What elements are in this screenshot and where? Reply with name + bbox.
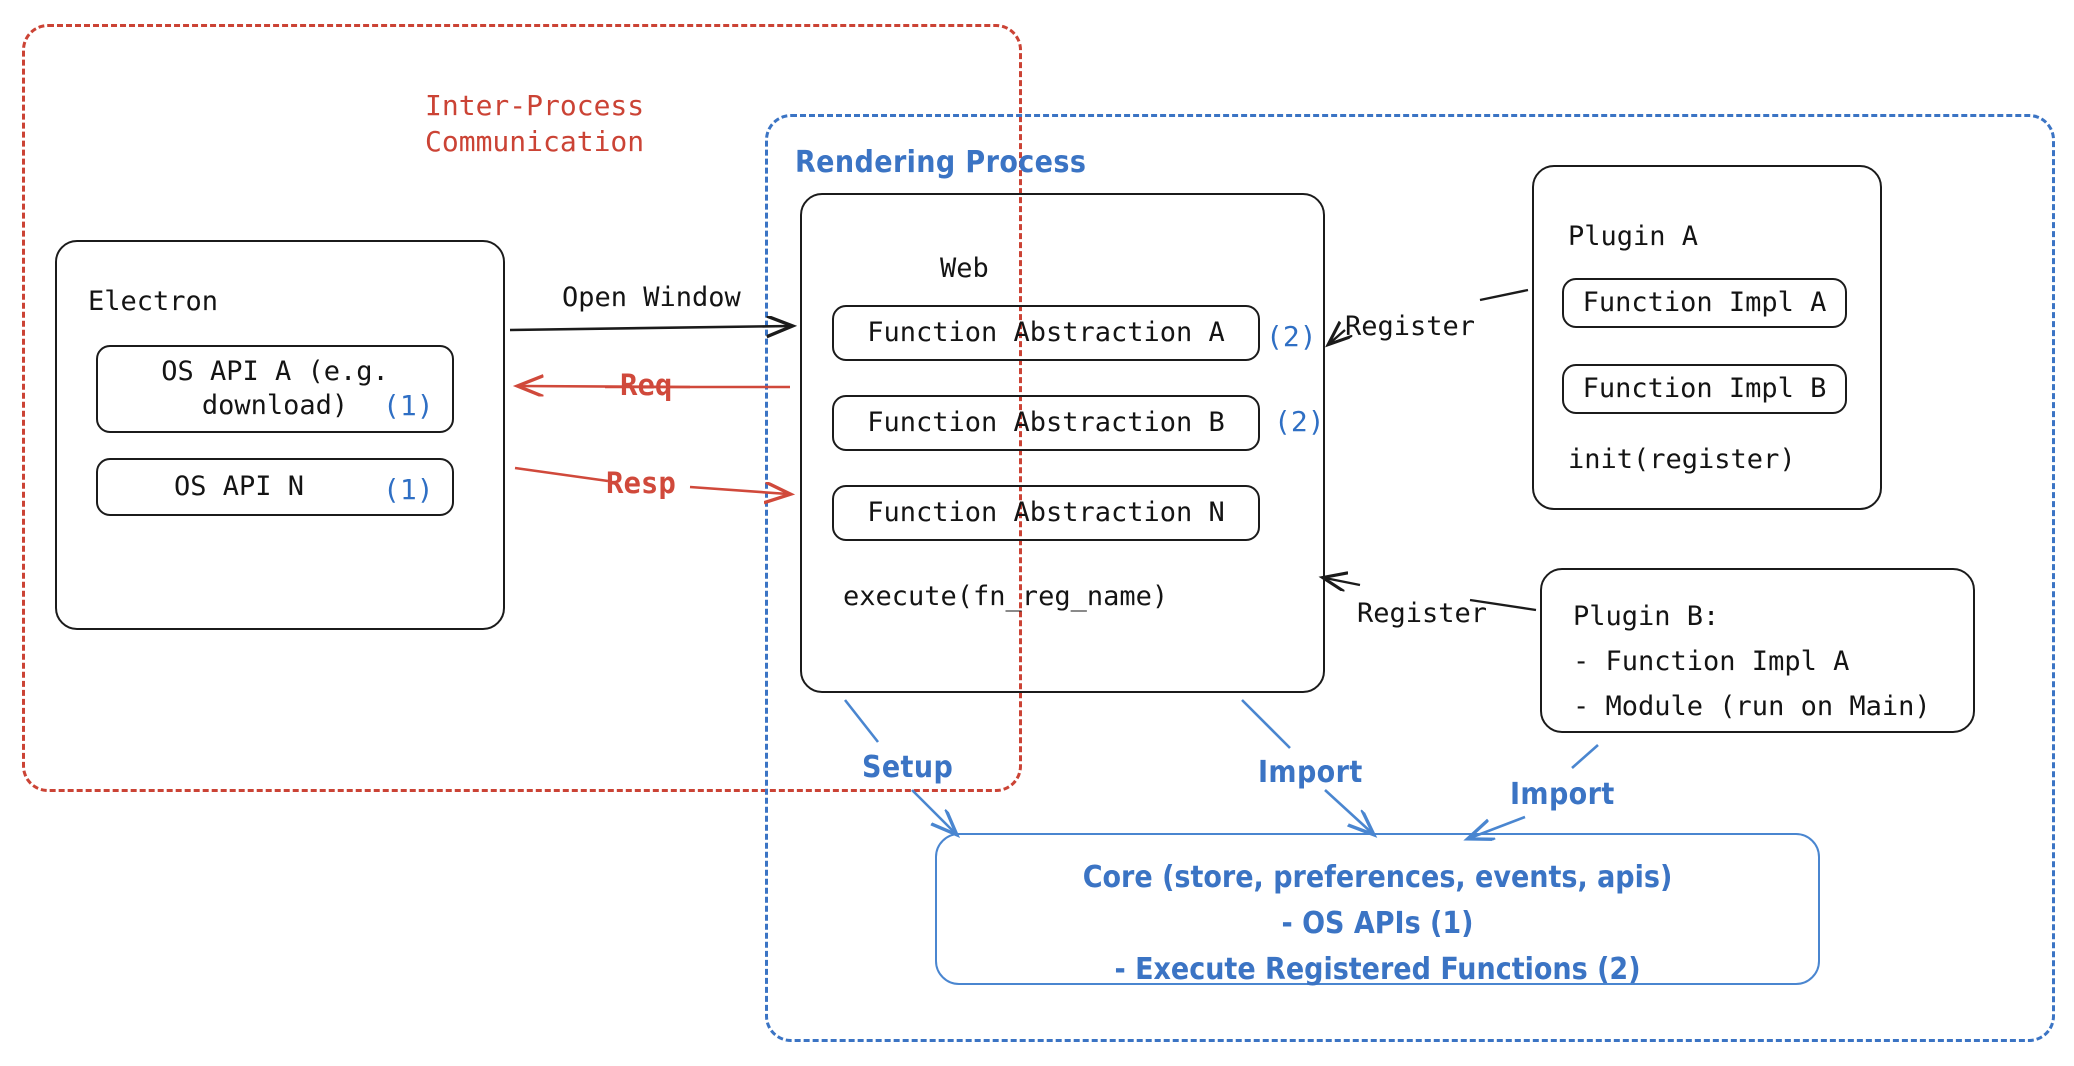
electron-box <box>55 240 505 630</box>
os-api-n-label: OS API N <box>173 471 305 503</box>
open-window-label: Open Window <box>562 282 741 313</box>
function-impl-a-label: Function Impl A <box>1582 287 1827 319</box>
function-abstraction-b-label: Function Abstraction B <box>867 407 1225 439</box>
rendering-process-boundary <box>765 114 2055 1042</box>
register-plugin-b-label: Register <box>1357 598 1488 629</box>
plugin-b-item-1: - Function Impl A <box>1573 646 1850 677</box>
import-web-label: Import <box>1258 755 1363 790</box>
web-title: Web <box>940 253 989 284</box>
ipc-boundary <box>22 24 1022 792</box>
plugin-b-box <box>1540 568 1975 733</box>
function-abstraction-n-label: Function Abstraction N <box>867 497 1225 529</box>
core-line-2: - OS APIs (1) <box>1281 906 1474 941</box>
resp-label: Resp <box>606 466 676 500</box>
web-box <box>800 193 1325 693</box>
core-line-3: - Execute Registered Functions (2) <box>1114 952 1641 987</box>
function-abstraction-a-marker: (2) <box>1266 320 1317 353</box>
rendering-process-label: Rendering Process <box>795 145 1087 180</box>
function-abstraction-n-box[interactable]: Function Abstraction N <box>832 485 1260 541</box>
core-box <box>935 833 1820 985</box>
register-plugin-a-label: Register <box>1345 311 1476 342</box>
plugin-a-init-label: init(register) <box>1568 444 1796 475</box>
os-api-a-label: OS API A (e.g. download) <box>161 356 389 421</box>
os-api-a-marker: (1) <box>383 389 434 422</box>
web-execute-label: execute(fn_reg_name) <box>843 581 1169 612</box>
function-impl-b-box[interactable]: Function Impl B <box>1562 364 1847 414</box>
function-impl-b-label: Function Impl B <box>1582 373 1827 405</box>
ipc-label: Inter-Process Communication <box>425 89 645 159</box>
plugin-a-box <box>1532 165 1882 510</box>
os-api-n-marker: (1) <box>383 473 434 506</box>
function-impl-a-box[interactable]: Function Impl A <box>1562 278 1847 328</box>
function-abstraction-b-marker: (2) <box>1274 405 1325 438</box>
plugin-b-text: Plugin B: <box>1573 601 1720 632</box>
function-abstraction-a-box[interactable]: Function Abstraction A <box>832 305 1260 361</box>
function-abstraction-a-label: Function Abstraction A <box>867 317 1225 349</box>
plugin-b-item-2: - Module (run on Main) <box>1573 691 1931 722</box>
req-label: Req <box>620 368 673 402</box>
plugin-a-title: Plugin A <box>1568 221 1699 252</box>
setup-label: Setup <box>862 750 954 785</box>
os-api-a-box[interactable]: OS API A (e.g. download) <box>96 345 454 433</box>
function-abstraction-b-box[interactable]: Function Abstraction B <box>832 395 1260 451</box>
core-line-1: Core (store, preferences, events, apis) <box>1082 860 1673 895</box>
import-plugin-label: Import <box>1510 777 1615 812</box>
os-api-n-box[interactable]: OS API N <box>96 458 454 516</box>
electron-title: Electron <box>88 286 219 317</box>
